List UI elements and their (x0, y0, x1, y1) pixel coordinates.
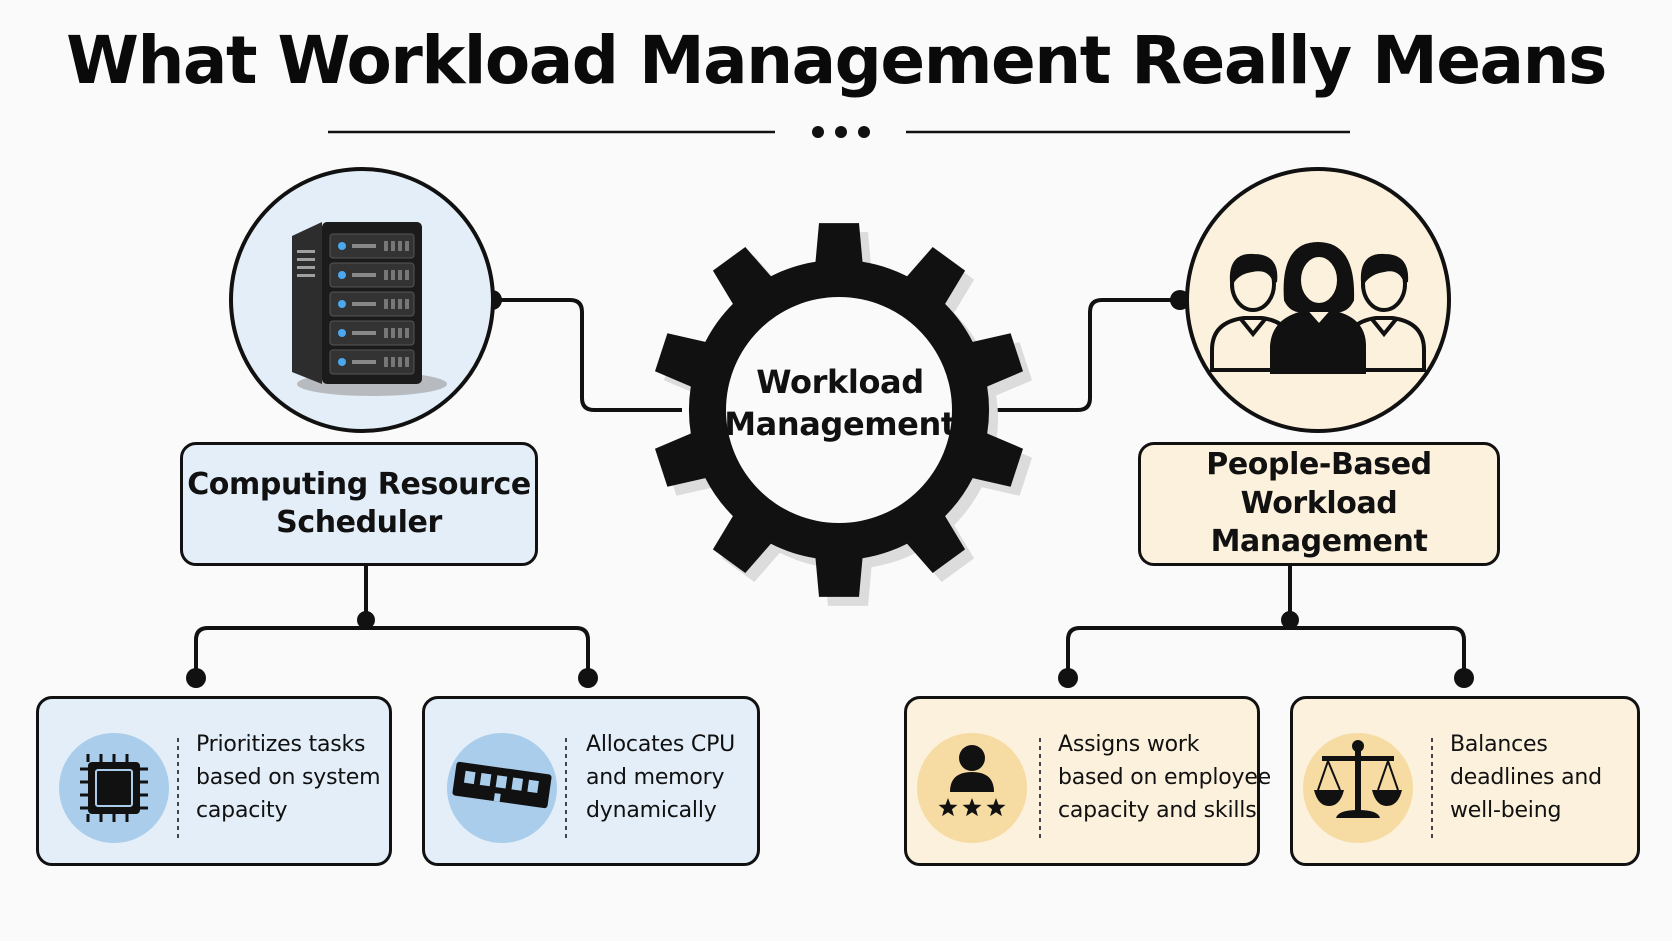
people-workload-label-box: People-Based Workload Management (1138, 442, 1500, 566)
card-text-assigns-work: Assigns work based on employee capacity … (1058, 732, 1271, 823)
gear-icon (655, 223, 1032, 606)
card-text-prioritizes-tasks: Prioritizes tasks based on system capaci… (196, 732, 381, 823)
center-label: Workload Management (724, 363, 956, 443)
card-text-balances-deadlines: Balances deadlines and well-being (1450, 732, 1602, 823)
card-separators (177, 738, 1433, 840)
card-balances-deadlines (1290, 696, 1640, 866)
card-assigns-work (904, 696, 1260, 866)
page-title: What Workload Management Really Means (66, 22, 1607, 99)
people-workload-label: People-Based Workload Management (1206, 447, 1432, 560)
server-icon (292, 222, 447, 396)
card-prioritizes-tasks (36, 696, 392, 866)
card-text-allocates-cpu: Allocates CPU and memory dynamically (586, 732, 736, 823)
connector-lines (194, 298, 1466, 678)
computing-scheduler-label: Computing Resource Scheduler (187, 466, 531, 540)
balance-scale-icon (1314, 740, 1402, 818)
team-people-icon (1210, 241, 1426, 374)
card-allocates-cpu (422, 696, 760, 866)
title-divider (328, 126, 1350, 138)
memory-module-icon (452, 761, 552, 809)
computing-scheduler-label-box: Computing Resource Scheduler (180, 442, 538, 566)
cpu-chip-icon (80, 754, 148, 822)
employee-rating-icon (938, 745, 1006, 817)
